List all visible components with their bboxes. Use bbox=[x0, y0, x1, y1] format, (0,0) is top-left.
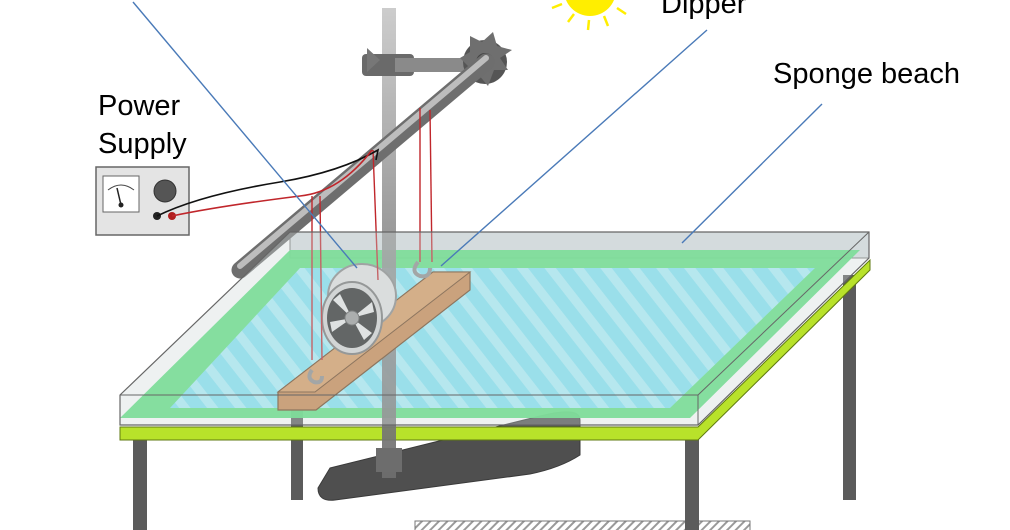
leader-motor bbox=[132, 1, 358, 269]
stand-foot-collar bbox=[376, 448, 402, 472]
wire-red-2 bbox=[372, 149, 379, 281]
floor-plate bbox=[414, 520, 751, 530]
leader-sponge bbox=[681, 103, 823, 244]
clamp-arm bbox=[395, 58, 485, 72]
wire-red-4 bbox=[429, 109, 433, 263]
label-power-supply-line2: Supply bbox=[98, 128, 187, 160]
table-leg-front-left bbox=[133, 438, 147, 530]
table-rim bbox=[119, 258, 871, 441]
power-supply bbox=[95, 166, 190, 236]
wire-red-1 bbox=[319, 195, 323, 361]
power-knob bbox=[153, 179, 177, 203]
sun-icon bbox=[551, 0, 627, 31]
label-power-supply-line1: Power bbox=[98, 90, 181, 122]
table-leg-front-right bbox=[685, 428, 699, 530]
stand-vertical-rod bbox=[382, 8, 396, 478]
support-rod bbox=[231, 53, 495, 279]
tank-outline bbox=[119, 231, 870, 426]
label-dipper: Dipper bbox=[661, 0, 747, 20]
label-sponge-beach: Sponge beach bbox=[773, 58, 961, 90]
hook-back bbox=[412, 260, 432, 279]
hook-front bbox=[307, 368, 324, 385]
motor-icon bbox=[321, 263, 397, 355]
table-leg-back-right bbox=[843, 275, 856, 500]
meter-icon bbox=[102, 175, 140, 213]
wire-red-lead bbox=[171, 149, 373, 217]
leader-dipper bbox=[440, 29, 708, 267]
wire-black-lead bbox=[156, 148, 380, 217]
